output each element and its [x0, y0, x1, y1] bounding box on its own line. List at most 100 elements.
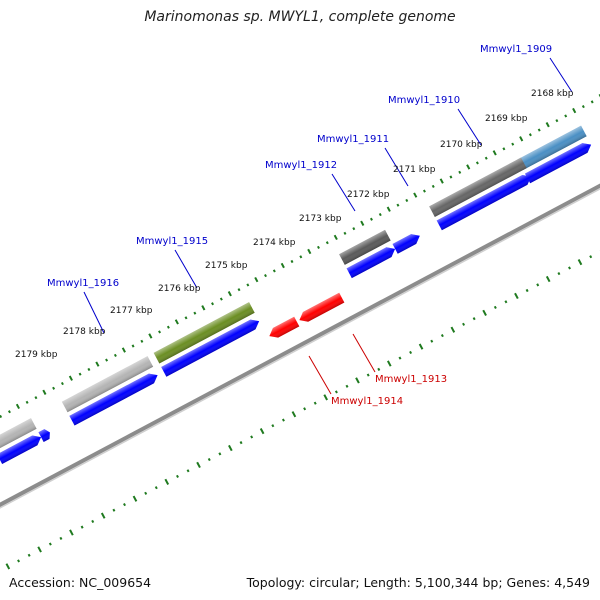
- leader-line: [308, 355, 332, 395]
- inner-tick-mark: [100, 512, 106, 519]
- inner-tick-mark: [355, 377, 360, 384]
- outer-tick-mark: [360, 220, 365, 226]
- outer-tick-mark: [25, 400, 29, 404]
- gene-label: Mmwyl1_1911: [317, 134, 389, 145]
- inner-tick-mark: [366, 373, 370, 377]
- inner-tick-mark: [334, 390, 338, 394]
- inner-tick-mark: [482, 309, 487, 316]
- leader-line: [352, 333, 376, 373]
- outer-tick-mark: [466, 164, 471, 170]
- leader-line: [457, 108, 482, 146]
- backbone-shadow: [0, 139, 600, 536]
- inner-tick-mark: [123, 503, 126, 507]
- outer-tick-mark: [219, 297, 223, 301]
- inner-tick-mark: [239, 441, 243, 445]
- outer-tick-mark: [140, 339, 144, 343]
- cds-arrow-forward: [436, 174, 532, 231]
- inner-tick-mark: [430, 339, 434, 343]
- outer-tick-mark: [352, 227, 356, 231]
- cds-arrow-reverse: [269, 316, 300, 338]
- outer-tick-mark: [519, 136, 524, 142]
- gene-mmwyl1-1912: [339, 229, 391, 265]
- cds-arrow-forward: [346, 247, 396, 279]
- inner-tick-mark: [514, 292, 519, 300]
- inner-tick-mark: [281, 418, 285, 422]
- outer-tick-mark: [590, 100, 594, 104]
- inner-tick-mark: [112, 508, 116, 512]
- gene-block: [0, 418, 37, 451]
- outer-tick-mark: [545, 122, 550, 128]
- inner-tick-mark: [589, 255, 593, 259]
- outer-tick-mark: [7, 410, 11, 414]
- outer-tick-mark: [378, 212, 382, 217]
- outer-tick-mark: [537, 128, 541, 132]
- inner-tick-mark: [557, 272, 561, 276]
- leader-line: [83, 291, 105, 334]
- inner-tick-mark: [398, 356, 402, 360]
- outer-tick-mark: [0, 414, 3, 419]
- outer-tick-mark: [405, 198, 409, 203]
- outer-tick-mark: [60, 381, 64, 386]
- gene-label: Mmwyl1_1910: [388, 95, 460, 106]
- inner-tick-mark: [207, 457, 211, 462]
- tick-label: 2175 kbp: [205, 261, 248, 271]
- inner-tick-mark: [176, 474, 179, 478]
- outer-tick-mark: [325, 241, 329, 245]
- outer-tick-mark: [581, 105, 585, 109]
- outer-tick-mark: [511, 142, 515, 146]
- gene-label: Mmwyl1_1909: [480, 44, 552, 55]
- outer-tick-mark: [528, 133, 532, 137]
- outer-tick-mark: [564, 114, 568, 118]
- outer-tick-mark: [572, 107, 577, 114]
- outer-tick-mark: [34, 396, 38, 400]
- inner-tick-mark: [303, 407, 307, 411]
- inner-tick-mark: [271, 424, 275, 428]
- outer-tick-mark: [15, 403, 20, 410]
- tick-label: 2169 kbp: [485, 114, 528, 124]
- leader-line: [174, 249, 198, 289]
- inner-tick-mark: [386, 360, 392, 367]
- leader-line: [549, 57, 573, 93]
- inner-tick-mark: [144, 491, 148, 495]
- cds-arrow-forward: [392, 234, 420, 254]
- outer-tick-mark: [95, 361, 100, 367]
- outer-tick-mark: [131, 344, 135, 348]
- topology-summary: Topology: circular; Length: 5,100,344 bp…: [246, 575, 590, 590]
- outer-tick-mark: [475, 161, 479, 165]
- leader-line: [331, 173, 356, 212]
- cds-arrow-forward: [0, 435, 42, 465]
- inner-tick-mark: [291, 411, 297, 418]
- inner-tick-mark: [504, 300, 508, 304]
- gene-mmwyl1-1916: [61, 356, 154, 413]
- inner-tick-mark: [154, 486, 158, 490]
- outer-tick-mark: [68, 375, 73, 381]
- map-title: Marinomonas sp. MWYL1, complete genome: [144, 9, 456, 25]
- tick-label: 2176 kbp: [158, 284, 201, 294]
- outer-tick-mark: [386, 206, 391, 212]
- outer-tick-mark: [227, 291, 232, 297]
- tick-label: 2177 kbp: [110, 306, 153, 316]
- inner-tick-mark: [323, 394, 328, 401]
- gene-label: Mmwyl1_1914: [331, 396, 403, 407]
- backbone-line: [0, 136, 600, 535]
- gene-label: Mmwyl1_1912: [265, 160, 337, 171]
- outer-tick-mark: [290, 259, 294, 264]
- inner-tick-mark: [568, 266, 571, 270]
- inner-tick-mark: [59, 536, 63, 540]
- inner-tick-mark: [48, 542, 52, 546]
- outer-tick-mark: [174, 319, 179, 325]
- inner-tick-mark: [472, 317, 476, 321]
- inner-tick-mark: [228, 444, 233, 452]
- outer-tick-mark: [184, 316, 188, 320]
- outer-tick-mark: [492, 150, 497, 156]
- outer-tick-mark: [201, 305, 206, 311]
- inner-tick-mark: [418, 343, 424, 350]
- inner-tick-mark: [69, 529, 74, 536]
- accession-text: Accession: NC_009654: [9, 575, 152, 590]
- outer-tick-mark: [264, 274, 267, 278]
- inner-tick-mark: [196, 461, 201, 469]
- outer-tick-mark: [317, 245, 320, 249]
- outer-tick-mark: [458, 170, 462, 174]
- inner-tick-mark: [345, 384, 349, 388]
- tick-label: 2179 kbp: [15, 350, 58, 360]
